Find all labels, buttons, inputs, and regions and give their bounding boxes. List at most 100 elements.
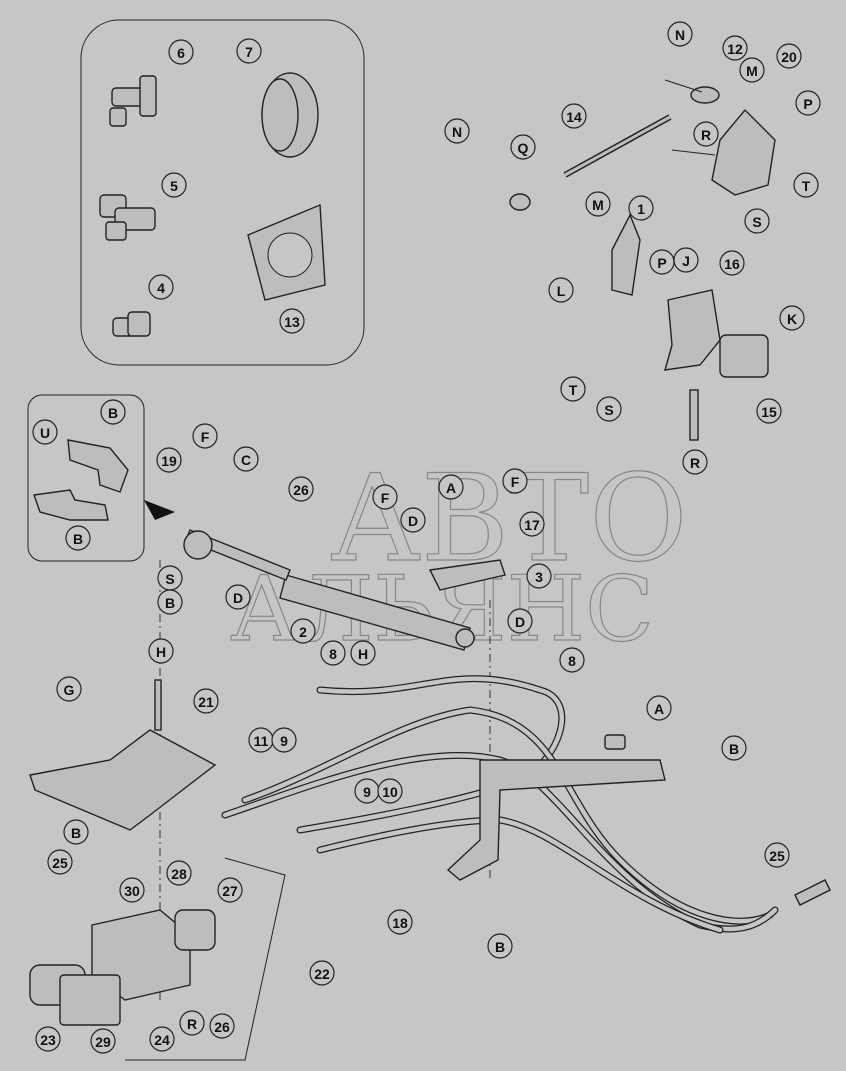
callout-a: A: [646, 695, 672, 721]
callout-text: B: [71, 825, 81, 841]
callout-circle: [559, 647, 585, 673]
bolt-H: [154, 679, 162, 731]
callout-circle: [233, 446, 259, 472]
callout-text: 10: [382, 784, 398, 800]
callout-7: 7: [236, 38, 262, 64]
callout-circle: [519, 511, 545, 537]
callout-circle: [100, 399, 126, 425]
callout-u: U: [32, 419, 58, 445]
callout-circle: [693, 121, 719, 147]
callout-circle: [192, 423, 218, 449]
callout-b: B: [65, 525, 91, 551]
switch-15: [719, 334, 769, 378]
callout-text: 8: [329, 646, 337, 662]
hoses: [221, 675, 779, 934]
callout-16: 16: [719, 250, 745, 276]
callout-text: 7: [245, 44, 253, 60]
fittings-inset-box: [80, 19, 365, 366]
callout-k: K: [779, 305, 805, 331]
bracket-18: [446, 759, 666, 881]
callout-text: P: [657, 255, 666, 271]
callout-6: 6: [168, 39, 194, 65]
bolt-A: [604, 734, 626, 750]
rod-end-left: [509, 193, 531, 211]
callout-circle: [438, 474, 464, 500]
callout-circle: [161, 172, 187, 198]
callout-text: 9: [363, 784, 371, 800]
adapter-4: [112, 311, 151, 337]
callout-text: M: [746, 63, 758, 79]
callout-text: B: [73, 531, 83, 547]
inset-pointer-arrow: [144, 500, 175, 520]
callout-circle: [65, 525, 91, 551]
callout-text: N: [452, 124, 462, 140]
callout-r: R: [693, 121, 719, 147]
callout-circle: [225, 584, 251, 610]
callout-circle: [561, 103, 587, 129]
callout-circle: [372, 484, 398, 510]
callout-text: 28: [171, 866, 187, 882]
callout-circle: [119, 877, 145, 903]
callout-circle: [585, 191, 611, 217]
callout-circle: [209, 1013, 235, 1039]
callout-text: 20: [781, 49, 797, 65]
callout-circle: [667, 21, 693, 47]
callout-text: B: [495, 939, 505, 955]
callout-text: 30: [124, 883, 140, 899]
callout-circle: [764, 842, 790, 868]
callout-text: A: [654, 701, 664, 717]
callout-10: 10: [377, 778, 403, 804]
callout-text: 4: [157, 280, 165, 296]
callout-text: 29: [95, 1034, 111, 1050]
callout-circle: [444, 118, 470, 144]
callout-circle: [309, 960, 335, 986]
callout-24: 24: [149, 1026, 175, 1052]
callout-circle: [487, 933, 513, 959]
callout-circle: [63, 819, 89, 845]
cap-7: [261, 72, 319, 158]
callout-9: 9: [271, 727, 297, 753]
fitting-25: [794, 879, 831, 906]
callout-circle: [722, 35, 748, 61]
callout-circle: [166, 860, 192, 886]
callout-text: 11: [254, 733, 269, 749]
callout-circle: [377, 778, 403, 804]
callout-text: P: [803, 96, 812, 112]
callout-b: B: [721, 735, 747, 761]
callout-text: 8: [568, 653, 576, 669]
callout-text: D: [515, 614, 525, 630]
callout-text: N: [675, 27, 685, 43]
callout-text: 24: [154, 1032, 170, 1048]
callout-text: B: [108, 405, 118, 421]
callout-text: 27: [222, 883, 238, 899]
clamp-inset-box: [27, 394, 145, 562]
callout-circle: [510, 134, 536, 160]
callout-r: R: [179, 1010, 205, 1036]
callout-25: 25: [764, 842, 790, 868]
callout-text: 25: [769, 848, 785, 864]
callout-circle: [596, 396, 622, 422]
callout-text: 15: [761, 404, 777, 420]
callout-text: R: [701, 127, 711, 143]
callout-circle: [628, 195, 654, 221]
callout-text: 14: [566, 109, 582, 125]
callout-25: 25: [47, 849, 73, 875]
callout-circle: [217, 877, 243, 903]
callout-26: 26: [209, 1013, 235, 1039]
callout-circle: [507, 608, 533, 634]
callout-29: 29: [90, 1028, 116, 1054]
callout-text: B: [729, 741, 739, 757]
callout-s: S: [596, 396, 622, 422]
callout-text: 16: [724, 256, 740, 272]
callout-m: M: [739, 57, 765, 83]
callout-l: L: [548, 277, 574, 303]
callout-2: 2: [290, 618, 316, 644]
callout-20: 20: [776, 43, 802, 69]
callout-circle: [288, 476, 314, 502]
callout-text: C: [241, 452, 251, 468]
callout-text: 9: [280, 733, 288, 749]
callout-s: S: [744, 208, 770, 234]
callout-text: 2: [299, 624, 307, 640]
callout-circle: [795, 90, 821, 116]
